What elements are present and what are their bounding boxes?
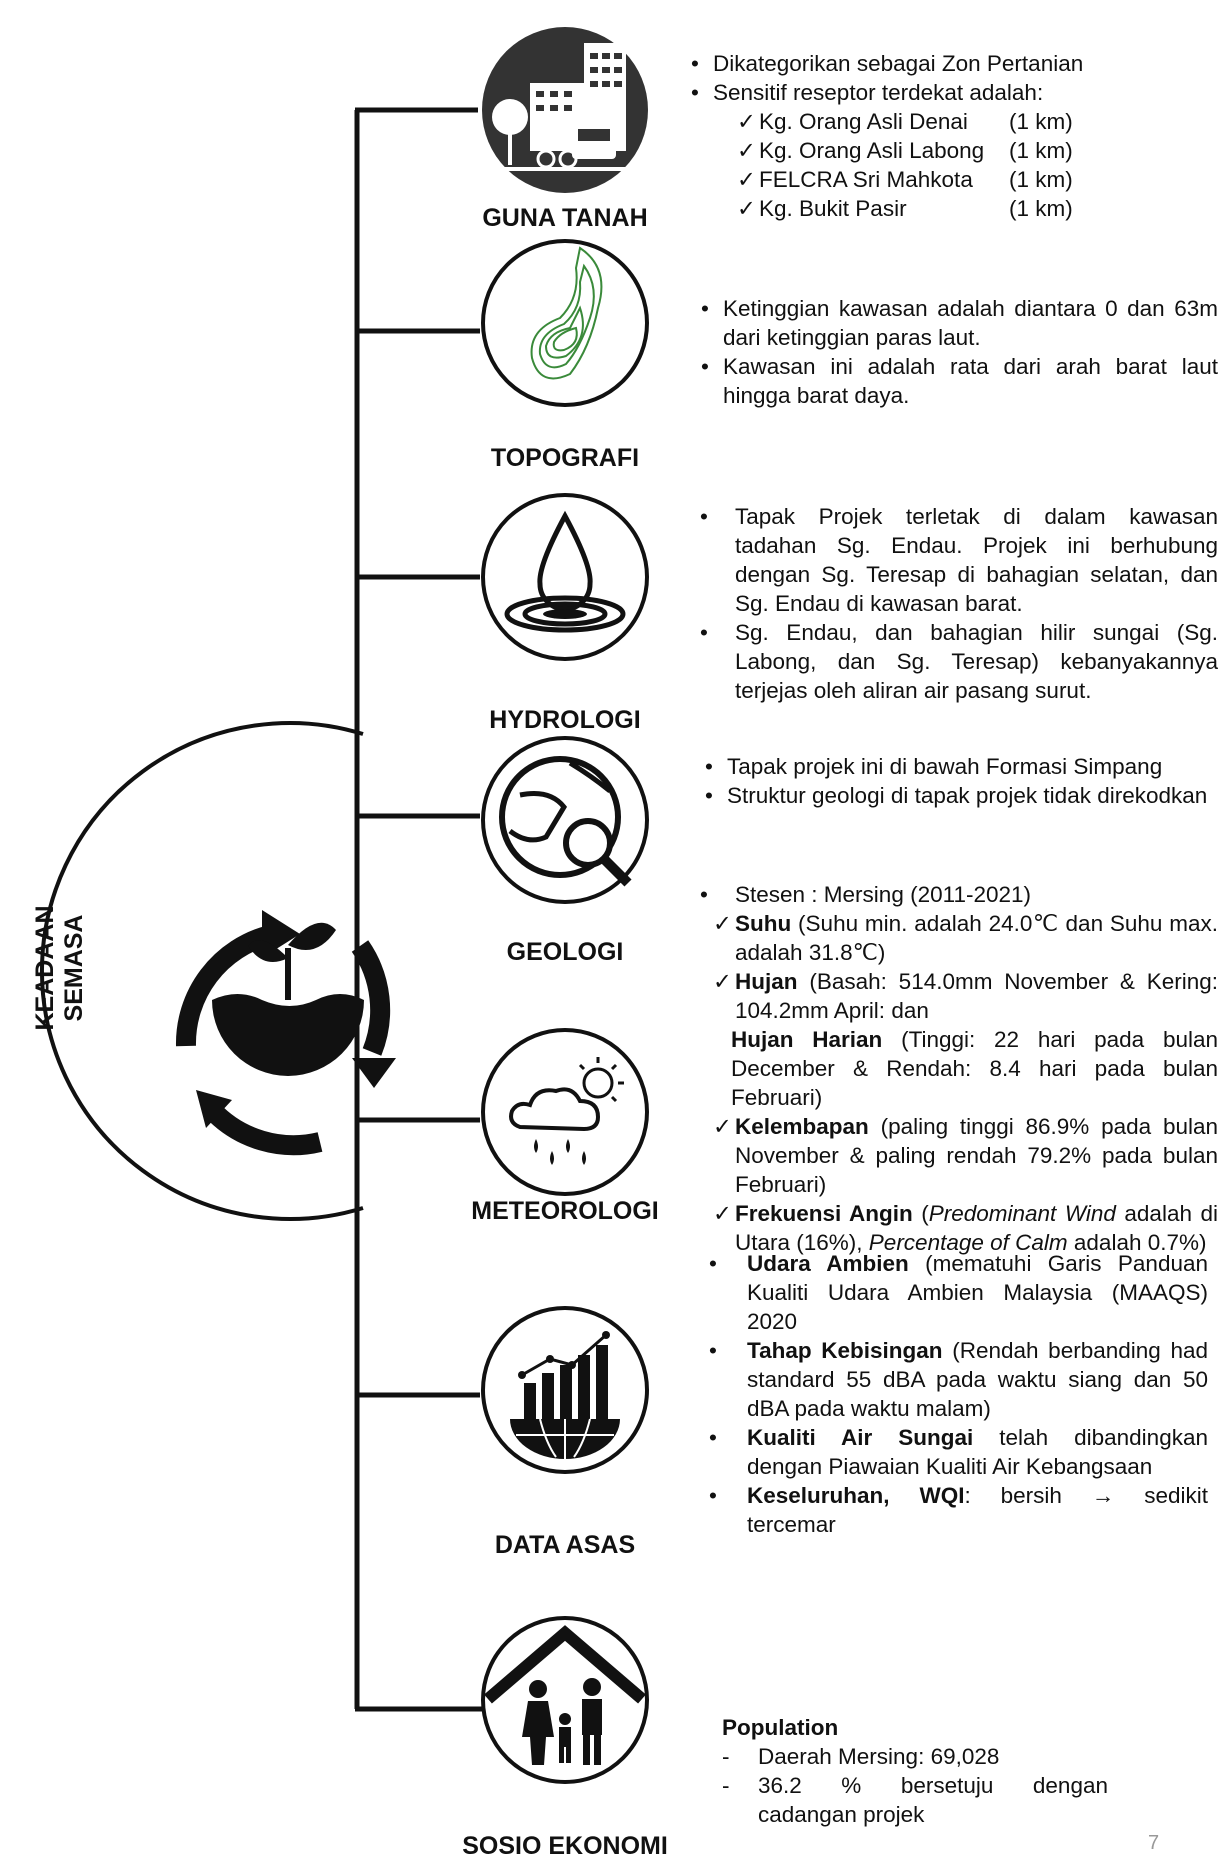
list-item: •Tapak projek ini di bawah Formasi Simpa…: [705, 754, 1163, 779]
recycle-plant-icon: [175, 910, 396, 1156]
check-item: ✓Frekuensi Angin (Predominant Wind adala…: [713, 1201, 1218, 1255]
population-heading: Population: [722, 1715, 839, 1740]
check-item: ✓Suhu (Suhu min. adalah 24.0℃ dan Suhu m…: [713, 911, 1218, 965]
guna-tanah-text: •Dikategorikan sebagai Zon Pertanian •Se…: [691, 49, 1218, 223]
sosio-ekonomi-text: Population -Daerah Mersing: 69,028 -36.2…: [722, 1713, 1142, 1829]
topografi-text: •Ketinggian kawasan adalah diantara 0 da…: [701, 294, 1218, 410]
list-item: •Kawasan ini adalah rata dari arah barat…: [701, 354, 1218, 408]
list-item: •Struktur geologi di tapak projek tidak …: [705, 783, 1208, 808]
list-item: •Sensitif reseptor terdekat adalah:: [691, 80, 1044, 105]
city-icon: [480, 25, 650, 195]
hydrologi-text: •Tapak Projek terletak di dalam kawasan …: [700, 502, 1218, 705]
check-item: ✓FELCRA Sri Mahkota(1 km): [737, 167, 1073, 192]
list-item: •Dikategorikan sebagai Zon Pertanian: [691, 51, 1084, 76]
list-item: •Sg. Endau, dan bahagian hilir sungai (S…: [700, 620, 1218, 703]
list-item: •Kualiti Air Sungai telah dibandingkan d…: [709, 1425, 1208, 1479]
topography-icon: [480, 238, 650, 408]
label-data-asas: DATA ASAS: [494, 1531, 636, 1559]
geologi-text: •Tapak projek ini di bawah Formasi Simpa…: [705, 752, 1218, 810]
weather-cloud-icon: [480, 1027, 650, 1197]
label-geologi: GEOLOGI: [506, 938, 624, 966]
list-item: -36.2 % bersetuju dengan cadangan projek: [722, 1773, 1108, 1827]
list-item: •Keseluruhan, WQI: bersih → sedikit terc…: [709, 1483, 1209, 1537]
family-house-icon: [480, 1615, 650, 1785]
label-meteorologi: METEOROLOGI: [471, 1197, 659, 1225]
list-item: -Daerah Mersing: 69,028: [722, 1744, 1000, 1769]
list-item: Hujan Harian (Tinggi: 22 hari pada bulan…: [731, 1027, 1219, 1110]
check-item: ✓Kelembapan (paling tinggi 86.9% pada bu…: [713, 1114, 1218, 1197]
list-item: •Tahap Kebisingan (Rendah berbanding had…: [709, 1338, 1208, 1421]
page-number: 7: [1148, 1832, 1160, 1854]
list-item: •Tapak Projek terletak di dalam kawasan …: [700, 504, 1218, 616]
main-circle-arc: [40, 721, 364, 1221]
check-item: ✓Kg. Orang Asli Denai(1 km): [737, 109, 1073, 134]
water-drop-icon: [480, 492, 650, 662]
main-title: KEADAAN SEMASA: [31, 905, 88, 1031]
check-item: ✓Hujan (Basah: 514.0mm November & Kering…: [713, 969, 1218, 1023]
label-sosio-ekonomi: SOSIO EKONOMI: [462, 1832, 668, 1860]
list-item: •Udara Ambien (mematuhi Garis Panduan Ku…: [709, 1251, 1208, 1334]
check-item: ✓Kg. Bukit Pasir(1 km): [737, 196, 1073, 221]
list-item: •Stesen : Mersing (2011-2021): [700, 882, 1031, 907]
data-asas-text: •Udara Ambien (mematuhi Garis Panduan Ku…: [709, 1249, 1209, 1539]
label-guna-tanah: GUNA TANAH: [482, 204, 648, 232]
chart-globe-icon: [480, 1305, 650, 1475]
globe-magnifier-icon: [480, 735, 650, 905]
check-item: ✓Kg. Orang Asli Labong(1 km): [737, 138, 1073, 163]
list-item: •Ketinggian kawasan adalah diantara 0 da…: [701, 296, 1218, 350]
label-hydrologi: HYDROLOGI: [489, 706, 641, 734]
label-topografi: TOPOGRAFI: [490, 444, 640, 472]
meteorologi-text: •Stesen : Mersing (2011-2021) ✓Suhu (Suh…: [700, 880, 1218, 1257]
